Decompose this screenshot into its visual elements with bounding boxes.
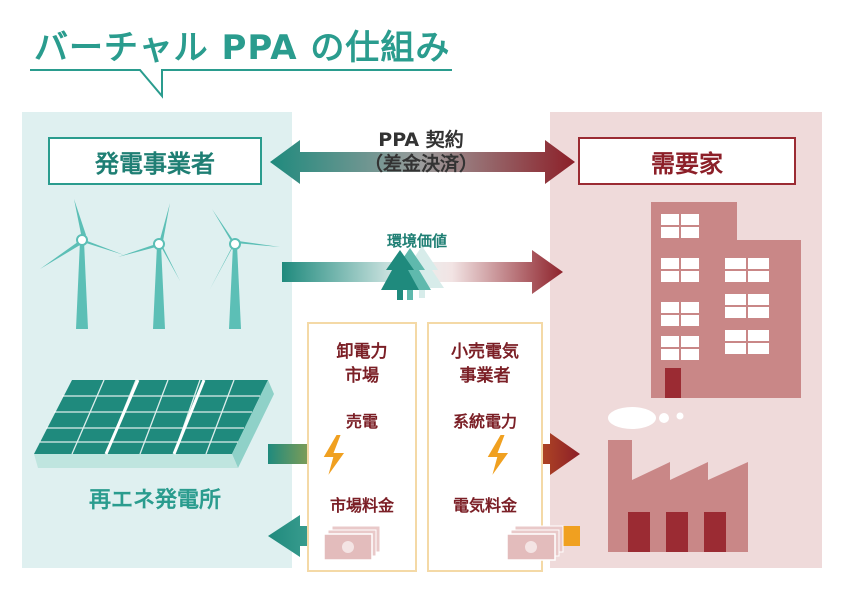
solar-panel-icon — [34, 379, 274, 468]
title-underline — [30, 69, 452, 99]
trees-icon — [381, 246, 444, 300]
grid-power-label: 系統電力 — [452, 412, 517, 431]
money-icon — [506, 525, 564, 561]
lightning-icon — [484, 433, 512, 481]
ppa-contract-label: PPA 契約 （差金決済） — [330, 128, 512, 176]
consumer-label-box: 需要家 — [578, 137, 796, 185]
market-fee-label: 市場料金 — [329, 496, 394, 515]
env-value-label: 環境価値 — [386, 232, 447, 250]
office-building-icon — [651, 202, 801, 398]
sell-power-label: 売電 — [345, 412, 378, 431]
ppa-contract-line1: PPA 契約 — [378, 129, 464, 151]
ppa-contract-line2: （差金決済） — [363, 153, 478, 175]
generator-panel — [22, 112, 292, 568]
wholesale-title-line1: 卸電力 — [336, 342, 388, 362]
renewable-plant-label: 再エネ発電所 — [88, 488, 221, 513]
retailer-title-line1: 小売電気 — [451, 342, 519, 362]
generator-label-box: 発電事業者 — [48, 137, 262, 185]
wholesale-title: 卸電力 市場 — [309, 340, 415, 388]
lightning-icon — [320, 433, 348, 481]
factory-icon — [608, 407, 748, 552]
retailer-title: 小売電気 事業者 — [429, 340, 541, 388]
page-title: バーチャル PPA の仕組み — [34, 28, 451, 68]
wind-turbine-icon — [40, 199, 280, 329]
wholesale-title-line2: 市場 — [345, 366, 379, 386]
retailer-title-line2: 事業者 — [459, 366, 511, 386]
money-icon — [323, 525, 381, 561]
electricity-fee-label: 電気料金 — [452, 496, 517, 515]
